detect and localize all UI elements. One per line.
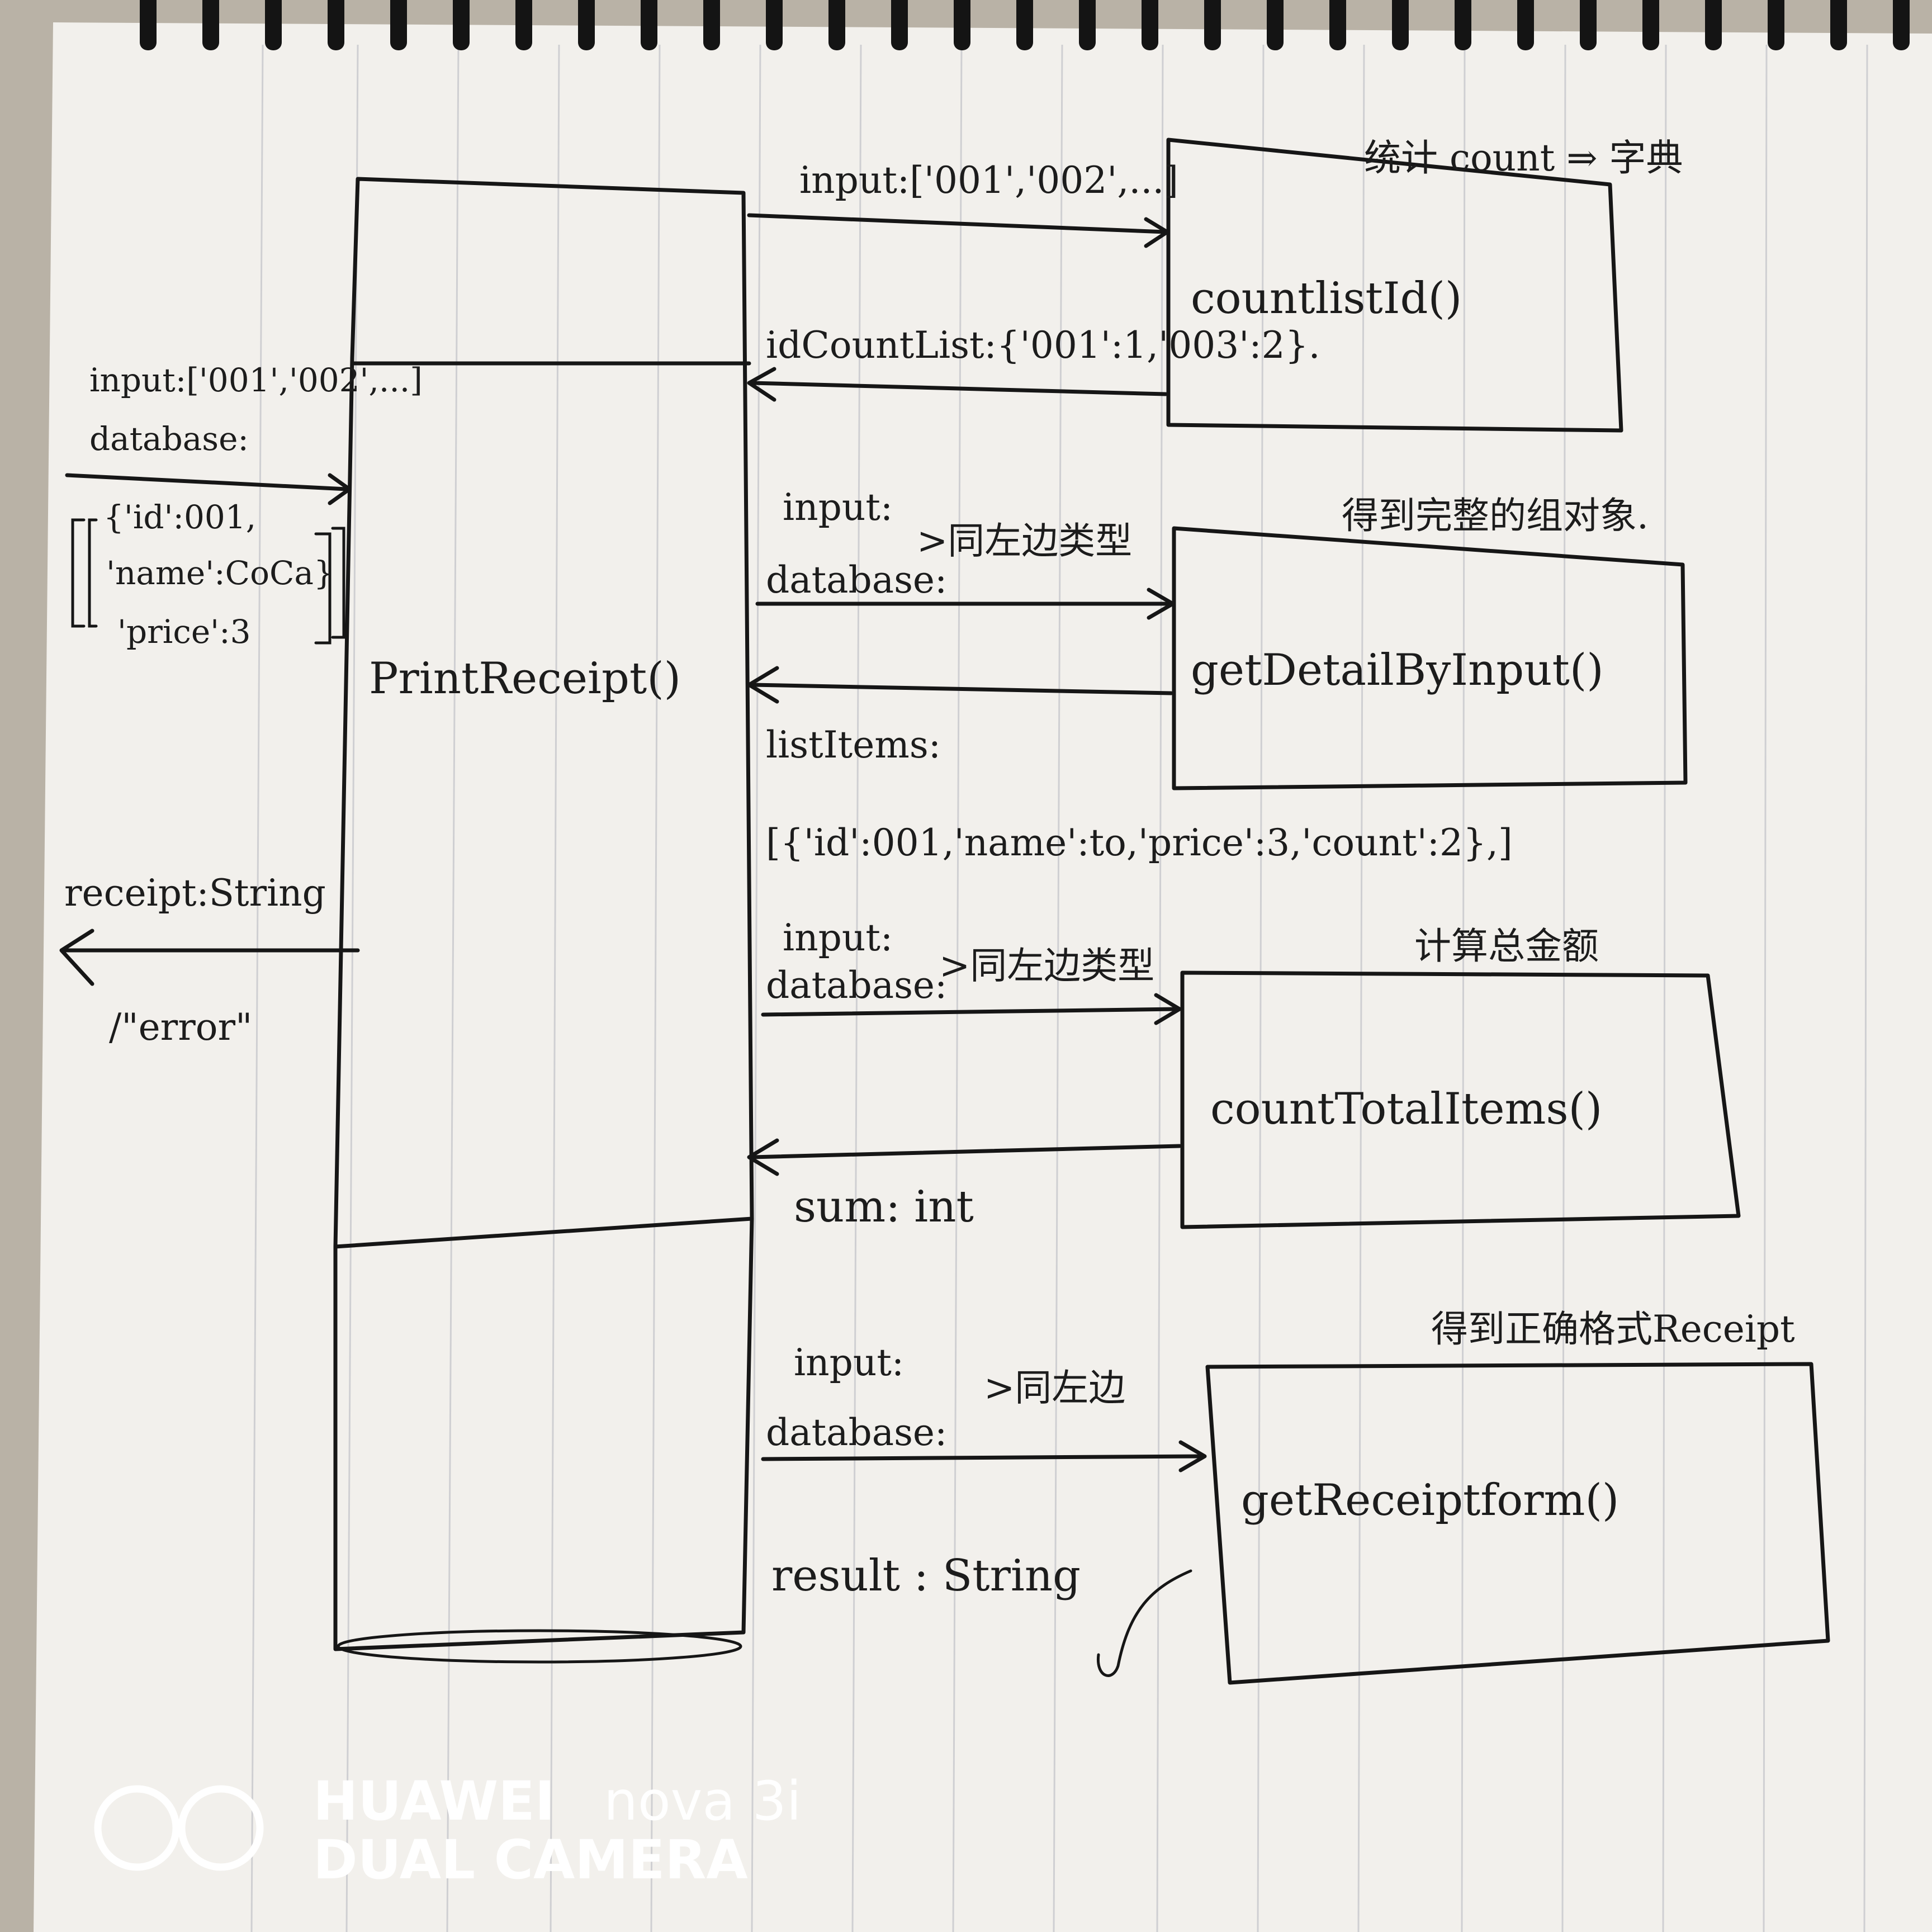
spiral-ring — [1768, 0, 1784, 50]
spiral-ring — [390, 0, 407, 50]
db-open-brackets — [71, 518, 98, 628]
spiral-ring — [641, 0, 657, 50]
getreceiptform-input-arrow — [761, 1454, 1204, 1461]
countlistid-input-label: input:['001','002',...] — [799, 159, 1178, 202]
receipt-output-label: receipt:String — [64, 872, 326, 915]
counttotal-input-arrowhead — [1154, 993, 1182, 1025]
countlistid-note: 统计 count ⇒ 字典 — [1364, 136, 1683, 179]
getreceiptform-note: 得到正确格式Receipt — [1431, 1308, 1795, 1351]
getdetail-input-a: input: — [783, 486, 893, 529]
spiral-ring — [1517, 0, 1534, 50]
spiral-ring — [954, 0, 970, 50]
spiral-ring — [828, 0, 845, 50]
getreceiptform-input-tail: >同左边 — [984, 1366, 1125, 1409]
spiral-ring — [1893, 0, 1910, 50]
spiral-ring — [1079, 0, 1096, 50]
spiral-ring — [1705, 0, 1722, 50]
spiral-ring — [891, 0, 908, 50]
counttotal-input-a: input: — [783, 916, 893, 959]
getdetail-output-value: [{'id':001,'name':to,'price':3,'count':2… — [766, 821, 1513, 864]
camera-lens-icon — [94, 1785, 180, 1871]
getreceiptform-output-stroke — [1096, 1569, 1192, 1677]
spiral-ring — [1830, 0, 1847, 50]
spiral-ring — [1392, 0, 1409, 50]
getdetail-output-label: listItems: — [766, 723, 941, 766]
getdetail-input-tail: >同左边类型 — [917, 519, 1132, 562]
counttotal-function: countTotalItems() — [1210, 1084, 1602, 1134]
getdetail-note: 得到完整的组对象. — [1342, 494, 1649, 537]
getreceiptform-function: getReceiptform() — [1241, 1475, 1619, 1526]
getdetail-input-b: database: — [766, 558, 947, 602]
spiral-ring — [453, 0, 470, 50]
countlistid-function: countlistId() — [1191, 273, 1462, 324]
spiral-ring — [1642, 0, 1659, 50]
spiral-ring — [1329, 0, 1346, 50]
getreceiptform-input-arrowhead — [1178, 1440, 1207, 1472]
spiral-ring — [1267, 0, 1284, 50]
db-entry-price: 'price':3 — [117, 613, 251, 651]
main-function-label: PrintReceipt() — [369, 654, 681, 704]
left-input-arrowhead — [328, 473, 352, 505]
getdetail-output-arrow — [750, 683, 1173, 695]
spiral-ring — [1016, 0, 1033, 50]
step-getdetailbyinput: 得到完整的组对象. getDetailByInput() input: data… — [747, 486, 1688, 864]
getdetail-output-arrowhead — [747, 666, 779, 704]
db-entry-id: {'id':001, — [103, 498, 256, 536]
counttotal-note: 计算总金额 — [1414, 925, 1599, 968]
left-database-line: database: — [89, 420, 249, 458]
print-receipt-box — [333, 177, 754, 1664]
spiral-ring — [328, 0, 344, 50]
left-outputs: receipt:String /"error" — [59, 872, 360, 1049]
db-entry-name: 'name':CoCa} — [106, 554, 334, 592]
watermark-brand: HUAWEI — [313, 1770, 555, 1832]
error-output-label: /"error" — [109, 1006, 252, 1049]
db-close-brackets — [314, 527, 345, 645]
counttotal-output-arrow — [750, 1144, 1182, 1159]
left-inputs: input:['001','002',...] database: {'id':… — [65, 361, 423, 651]
spiral-ring — [515, 0, 532, 50]
spiral-ring — [1580, 0, 1597, 50]
spiral-ring — [202, 0, 219, 50]
spiral-ring — [1455, 0, 1471, 50]
notebook-page — [34, 22, 1932, 1932]
spiral-ring — [1204, 0, 1221, 50]
countlistid-input-arrowhead — [1144, 217, 1169, 248]
spiral-ring — [703, 0, 720, 50]
receipt-output-arrowhead — [59, 929, 94, 986]
watermark-model: nova 3i — [604, 1770, 801, 1832]
step-getreceiptform: 得到正确格式Receipt getReceiptform() input: da… — [761, 1308, 1830, 1685]
counttotal-input-tail: >同左边类型 — [939, 944, 1154, 987]
countlistid-output-arrowhead — [747, 367, 776, 402]
watermark-camera: DUAL CAMERA — [313, 1829, 748, 1891]
step-counttotalitems: 计算总金额 countTotalItems() input: database:… — [747, 916, 1741, 1232]
spiral-ring — [578, 0, 595, 50]
left-input-line: input:['001','002',...] — [89, 361, 423, 399]
getreceiptform-input-b: database: — [766, 1411, 947, 1454]
counttotal-output-label: sum: int — [794, 1182, 974, 1232]
spiral-ring — [265, 0, 282, 50]
spiral-ring — [766, 0, 783, 50]
countlistid-output-label: idCountList:{'001':1,'003':2}. — [766, 324, 1320, 367]
counttotal-output-arrowhead — [747, 1138, 779, 1176]
spiral-binding — [140, 0, 1910, 50]
getreceiptform-output-label: result : String — [771, 1551, 1081, 1601]
counttotal-input-arrow — [761, 1007, 1179, 1017]
getdetail-input-arrowhead — [1147, 588, 1175, 620]
spiral-ring — [140, 0, 157, 50]
counttotal-input-b: database: — [766, 964, 947, 1007]
left-input-arrow — [65, 473, 349, 491]
step-countlistid: 统计 count ⇒ 字典 countlistId() input:['001'… — [747, 136, 1683, 433]
spiral-ring — [1142, 0, 1158, 50]
camera-lens-icon — [178, 1785, 264, 1871]
camera-watermark: HUAWEI nova 3i DUAL CAMERA — [94, 1770, 801, 1891]
countlistid-input-arrow — [747, 213, 1168, 234]
countlistid-output-arrow — [750, 381, 1168, 396]
getreceiptform-input-a: input: — [794, 1341, 904, 1384]
getdetail-function: getDetailByInput() — [1191, 645, 1604, 695]
